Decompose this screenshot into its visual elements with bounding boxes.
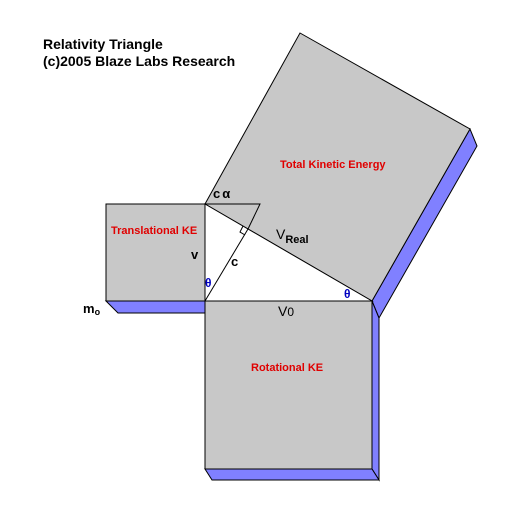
total-ke-square: Total Kinetic Energy xyxy=(204,32,478,320)
translational-ke-bottom xyxy=(104,300,206,314)
total-ke-label: Total Kinetic Energy xyxy=(280,159,386,171)
central-triangle xyxy=(204,203,374,302)
right-angle-marker xyxy=(239,225,246,236)
c-altitude-line xyxy=(204,228,249,302)
v-label: v xyxy=(191,247,199,262)
c-alpha-segment xyxy=(205,203,261,230)
diagram-title: Relativity Triangle xyxy=(43,36,163,52)
diagram-copyright: (c)2005 Blaze Labs Research xyxy=(43,53,235,69)
triangle-fill xyxy=(204,203,374,302)
rotational-ke-side xyxy=(371,300,380,482)
theta-right-label: θ xyxy=(344,287,351,301)
v0-label: V0 xyxy=(278,303,294,319)
rotational-ke-bottom xyxy=(204,468,380,481)
rotational-ke-face xyxy=(204,300,373,470)
m0-label: mo xyxy=(83,301,101,317)
theta-left-label: θ xyxy=(205,276,212,290)
rotational-ke-square: Rotational KE xyxy=(204,300,380,482)
v-real-label: VReal xyxy=(276,226,309,246)
translational-ke-label: Translational KE xyxy=(111,225,197,237)
rotational-ke-label: Rotational KE xyxy=(251,362,323,374)
c-label: c xyxy=(231,254,238,269)
